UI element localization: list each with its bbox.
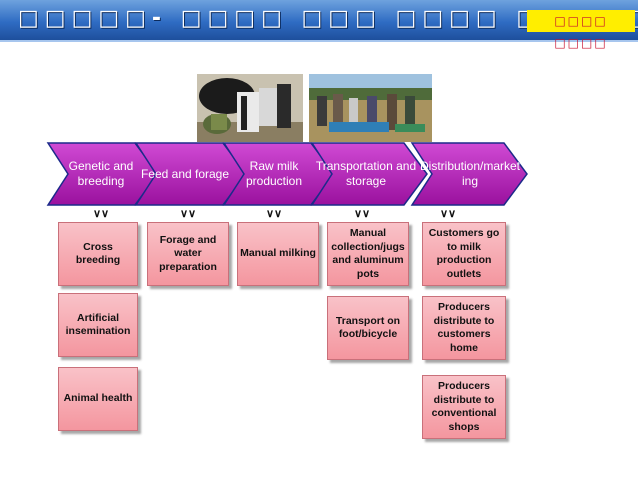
cattle-photo (197, 74, 303, 142)
step-distribution-label: Distribution/market ing (419, 159, 521, 188)
box-artificial-insemination: Artificial insemination (58, 293, 138, 357)
box-cross-breeding: Cross breeding (58, 222, 138, 286)
chevron-down-icon: ∨∨ (440, 208, 457, 220)
step-feed-label: Feed and forage (140, 166, 230, 181)
chevron-down-icon: ∨∨ (180, 208, 197, 220)
chevron-transport (310, 142, 428, 206)
title-bar: □□□□□- □□□□ □□□ □□□□ □□□□□ □□□□ □□□□ (0, 0, 638, 50)
chevron-distribution (410, 142, 528, 206)
market-photo (309, 74, 432, 142)
box-manual-milking: Manual milking (237, 222, 319, 286)
box-transport-foot: Transport on foot/bicycle (327, 296, 409, 360)
step-milk-label: Raw milk production (245, 159, 303, 188)
box-producers-shops: Producers distribute to conventional sho… (422, 375, 506, 439)
box-customers-outlets: Customers go to milk production outlets (422, 222, 506, 286)
chevron-genetic (46, 142, 159, 206)
step-transport-label: Transportation and storage (315, 159, 417, 188)
chevron-down-icon: ∨∨ (354, 208, 371, 220)
box-animal-health: Animal health (58, 367, 138, 431)
step-genetic-label: Genetic and breeding (68, 159, 134, 188)
chevron-milk (222, 142, 335, 206)
box-forage-water: Forage and water preparation (147, 222, 229, 286)
chevron-feed (134, 142, 247, 206)
box-producers-home: Producers distribute to customers home (422, 296, 506, 360)
chevron-down-icon: ∨∨ (266, 208, 283, 220)
box-manual-collection: Manual collection/jugs and aluminum pots (327, 222, 409, 286)
yellow-badge: □□□□ □□□□ (527, 10, 635, 50)
chevron-down-icon: ∨∨ (93, 208, 110, 220)
